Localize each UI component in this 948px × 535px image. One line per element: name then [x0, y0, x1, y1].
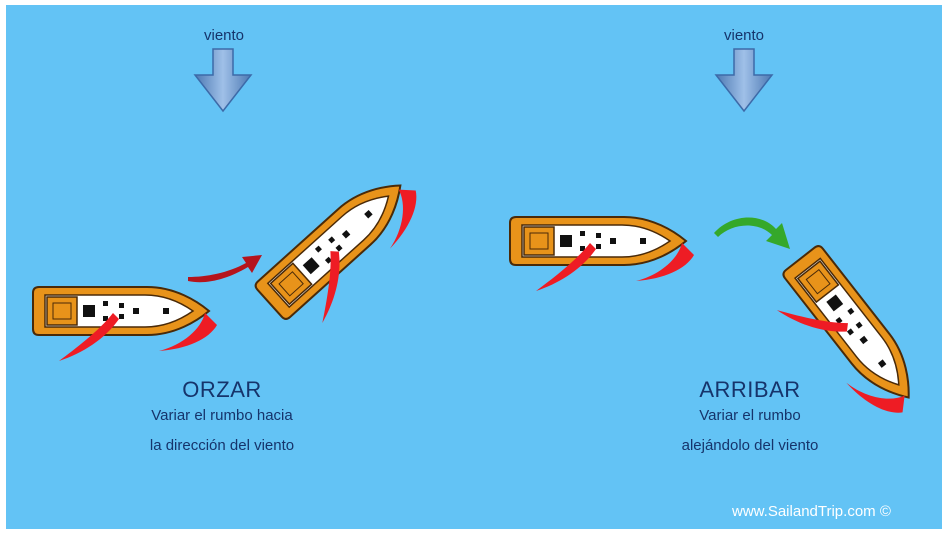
arribar-description-line1: Variar el rumbo: [699, 407, 801, 424]
arribar-title: ARRIBAR: [699, 377, 801, 402]
wind-label-right: viento: [723, 27, 765, 44]
diagram-graphics: [32, 48, 929, 435]
sailboat-icon: [776, 243, 929, 435]
sailboat-icon: [252, 166, 440, 323]
orzar-description-line1: Variar el rumbo hacia: [151, 407, 293, 424]
wind-label-left: viento: [203, 27, 245, 44]
arribar-description-line2: alejándolo del viento: [681, 437, 819, 454]
sailboat-icon: [509, 216, 694, 291]
diagram-canvas: viento viento ORZAR Variar el rumbo haci…: [6, 5, 942, 529]
wind-arrow-icon: [193, 48, 253, 113]
wind-arrow-icon: [714, 48, 774, 113]
orzar-description-line2: la dirección del viento: [149, 437, 295, 454]
orzar-title: ORZAR: [182, 377, 262, 402]
credit-link[interactable]: www.SailandTrip.com ©: [732, 503, 891, 520]
turn-arrow-icon: [714, 217, 790, 249]
turn-arrow-icon: [188, 255, 262, 283]
sailboat-icon: [32, 286, 217, 361]
